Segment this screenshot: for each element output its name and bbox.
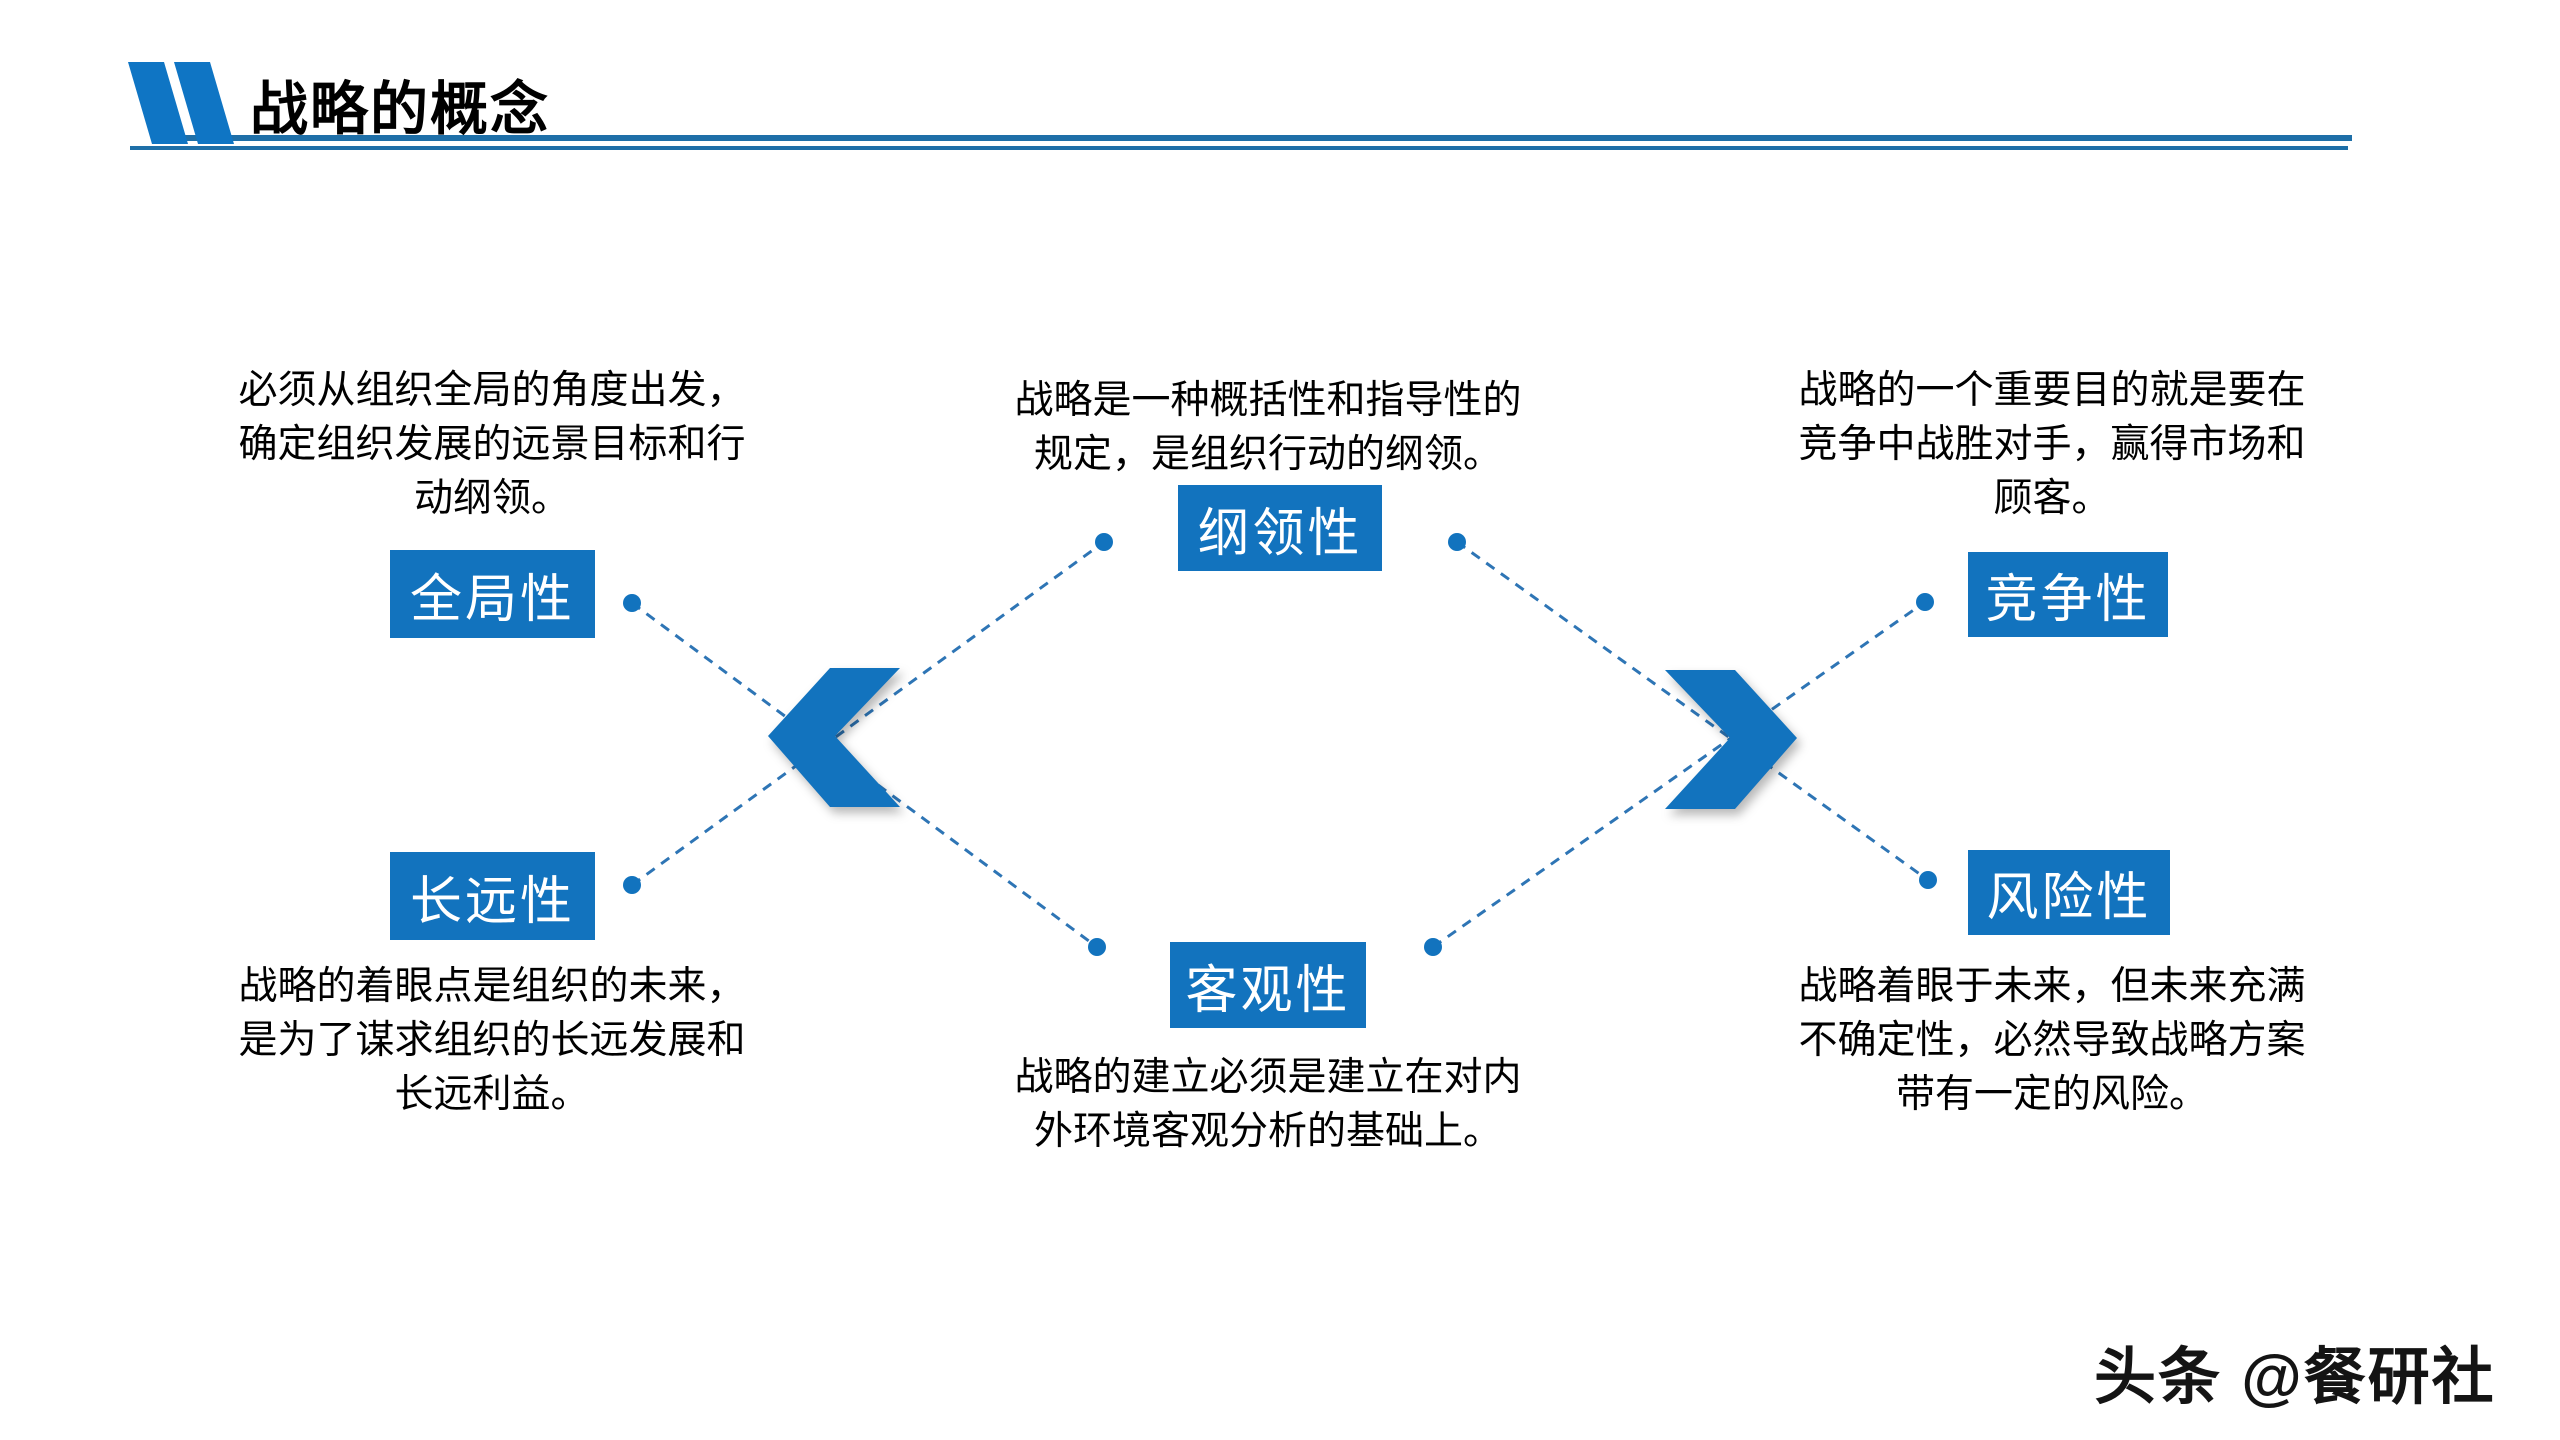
label-box-changyuanxing: 长远性 [390,852,595,940]
label-box-fengxianxing: 风险性 [1968,850,2170,935]
description-fengxianxing: 战略着眼于未来，但未来充满 不确定性，必然导致战略方案 带有一定的风险。 [1792,960,2312,1122]
chevron-left-icon [768,668,900,812]
description-jingzhengxing: 战略的一个重要目的就是要在 竞争中战胜对手，赢得市场和 顾客。 [1792,364,2312,526]
description-line: 长远利益。 [394,1073,590,1116]
label-box-ganglingxing: 纲领性 [1178,485,1382,571]
description-line: 规定，是组织行动的纲领。 [1033,433,1502,476]
description-line: 不确定性，必然导致战略方案 [1798,1019,2306,1062]
title-underline-thin [130,146,2348,150]
label-box-quanjuxing: 全局性 [390,550,595,638]
description-ganglingxing: 战略是一种概括性和指导性的 规定，是组织行动的纲领。 [1008,374,1528,482]
description-line: 战略是一种概括性和指导性的 [1014,379,1522,422]
description-line: 顾客。 [1993,477,2111,520]
description-line: 战略的着眼点是组织的未来， [238,965,746,1008]
description-quanjuxing: 必须从组织全局的角度出发， 确定组织发展的远景目标和行 动纲领。 [232,364,752,526]
description-line: 是为了谋求组织的长远发展和 [238,1019,746,1062]
description-keguanxing: 战略的建立必须是建立在对内 外环境客观分析的基础上。 [1008,1051,1528,1159]
description-line: 动纲领。 [413,477,570,520]
description-line: 确定组织发展的远景目标和行 [238,423,746,466]
title-underline-thick [162,135,2352,141]
label-box-keguanxing: 客观性 [1170,942,1366,1028]
description-line: 带有一定的风险。 [1895,1073,2208,1116]
page-title: 战略的概念 [250,77,551,142]
description-line: 必须从组织全局的角度出发， [238,369,746,412]
label-box-jingzhengxing: 竞争性 [1968,552,2168,637]
description-line: 战略的一个重要目的就是要在 [1798,369,2306,412]
logo-slash-icon [128,62,234,144]
description-line: 战略的建立必须是建立在对内 [1014,1056,1522,1099]
description-line: 外环境客观分析的基础上。 [1033,1110,1502,1153]
description-changyuanxing: 战略的着眼点是组织的未来， 是为了谋求组织的长远发展和 长远利益。 [232,960,752,1122]
description-line: 战略着眼于未来，但未来充满 [1798,965,2306,1008]
watermark: 头条 @餐研社 [2094,1343,2496,1412]
description-line: 竞争中战胜对手，赢得市场和 [1798,423,2306,466]
chevron-right-icon [1665,670,1797,814]
